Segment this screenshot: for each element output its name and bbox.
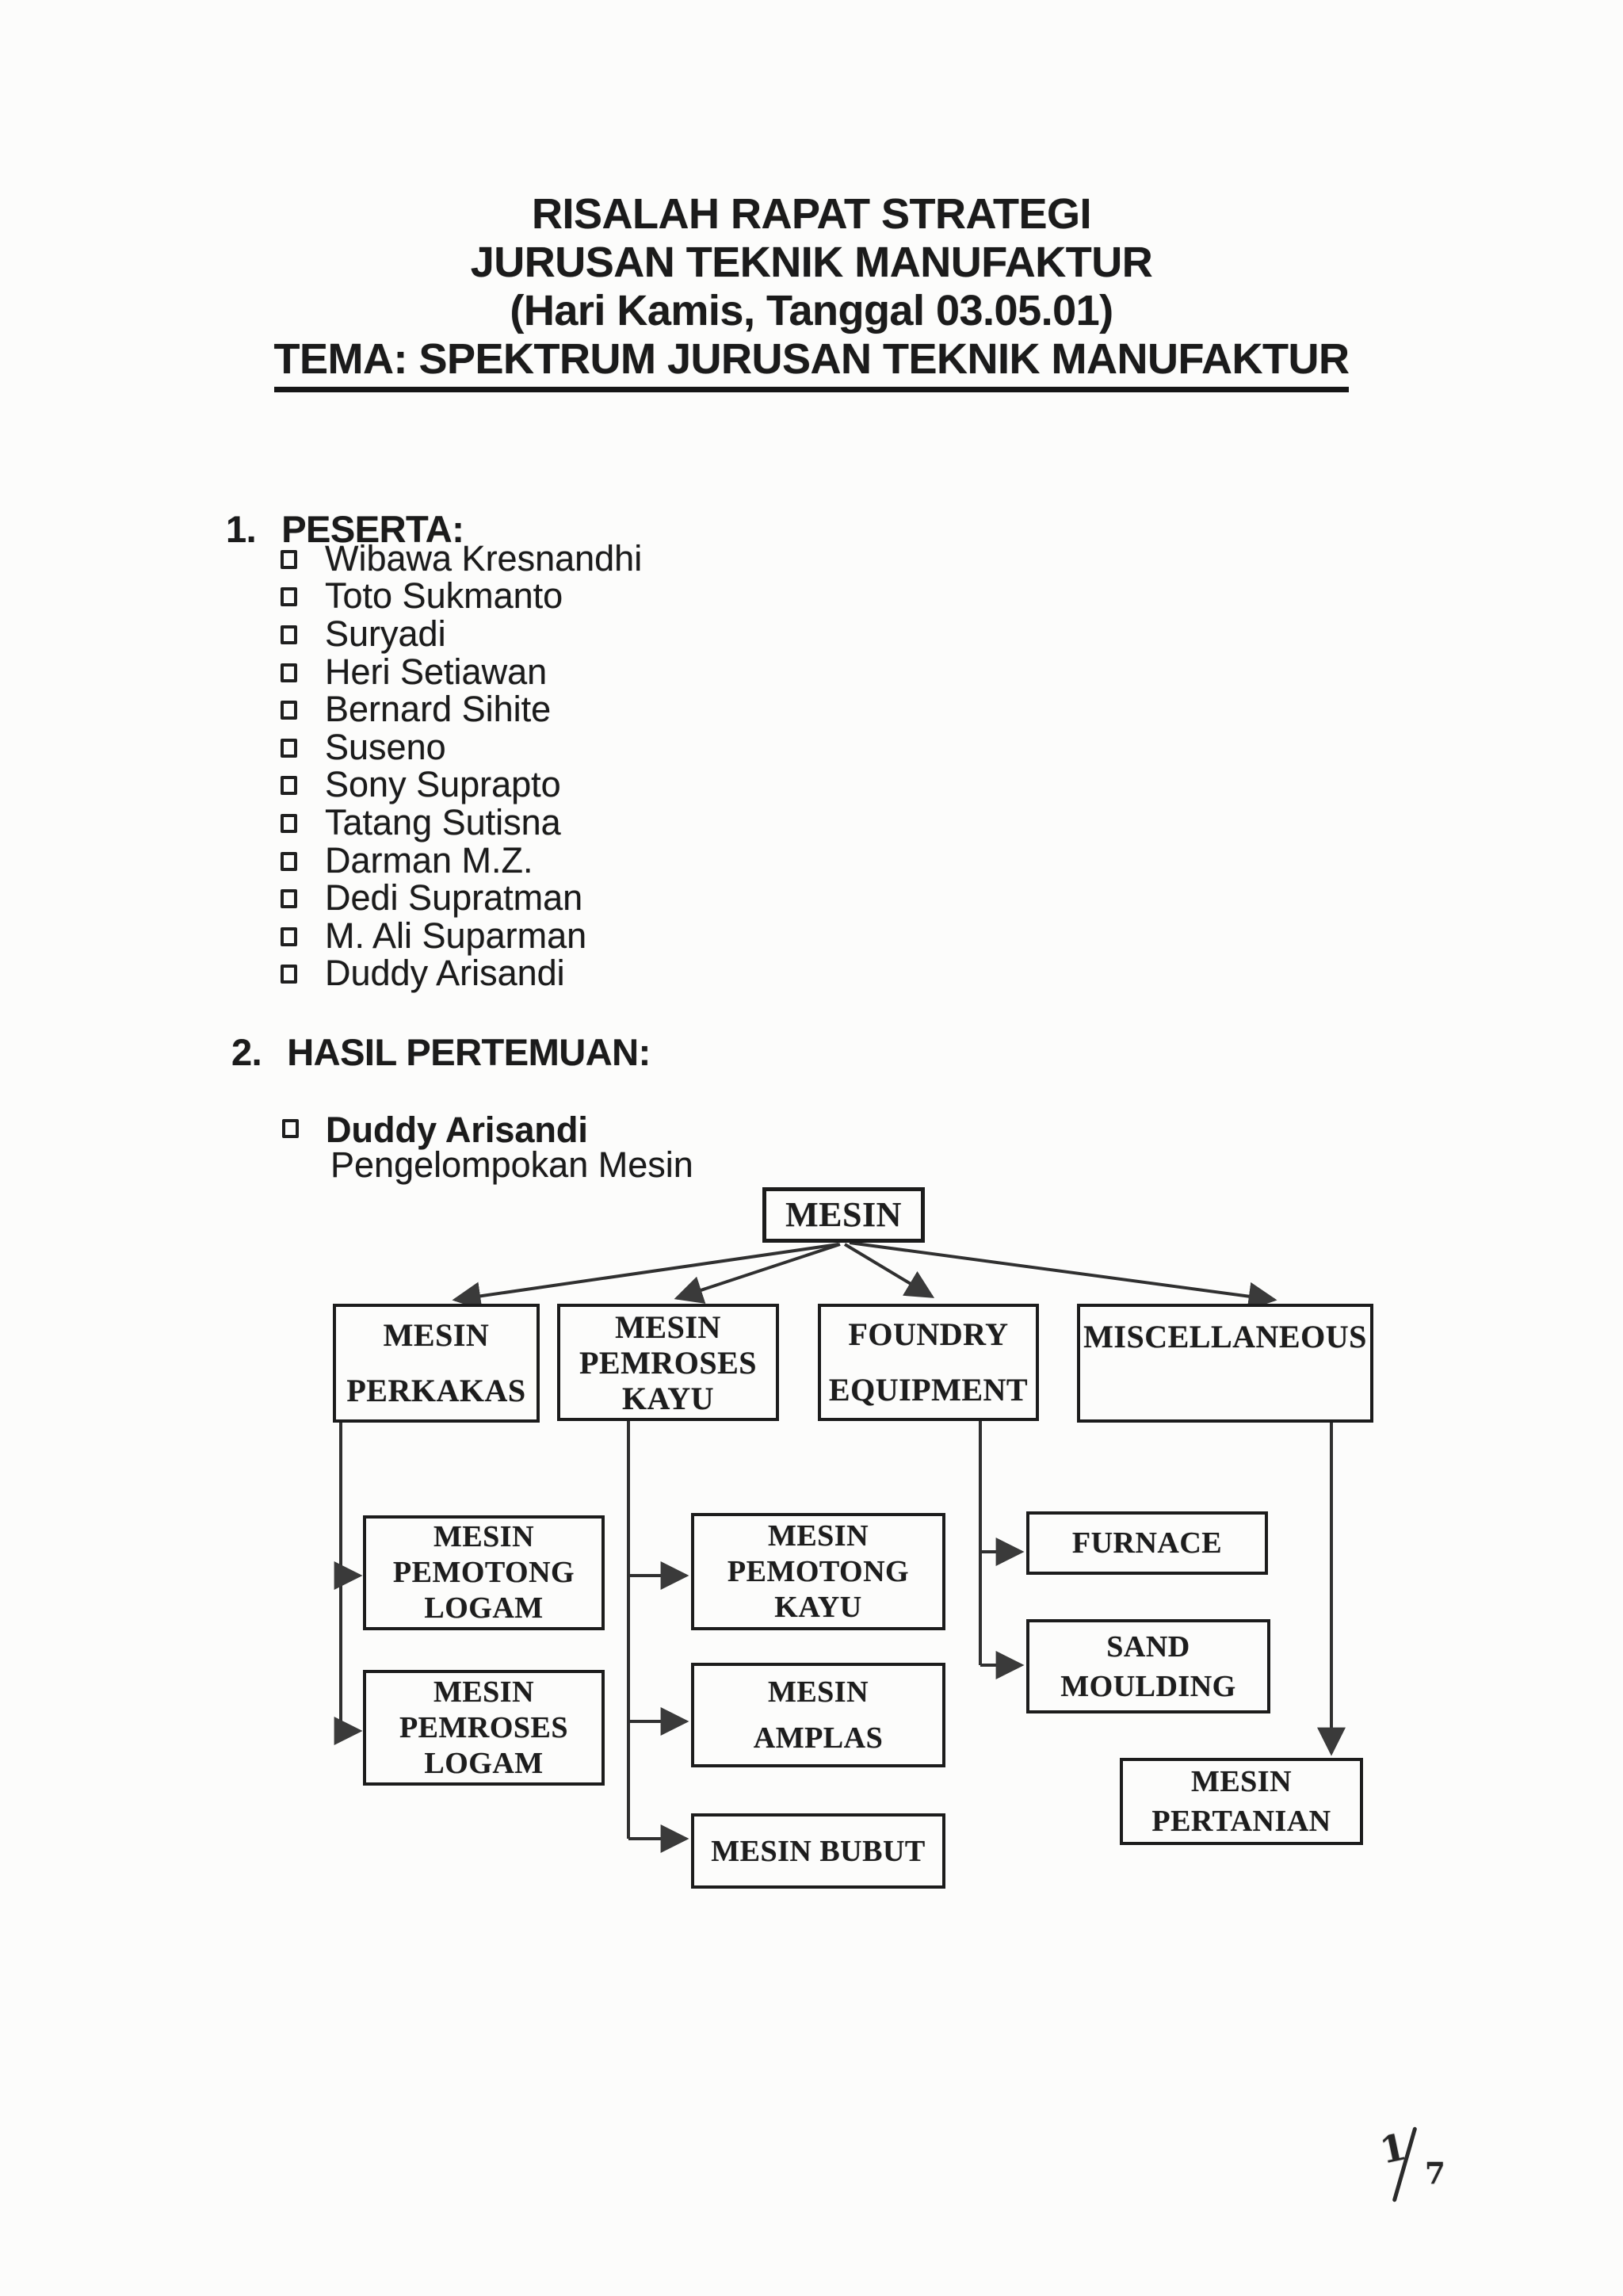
node-label-line: FOUNDRY — [848, 1316, 1009, 1352]
participant-name: Dedi Supratman — [325, 877, 583, 919]
node-label-line: MESIN — [433, 1675, 535, 1709]
square-bullet-icon — [281, 926, 297, 946]
node-label-line: MESIN — [1190, 1765, 1293, 1798]
participant-name: Heri Setiawan — [325, 651, 548, 692]
square-bullet-icon — [281, 549, 297, 569]
document-title: RISALAH RAPAT STRATEGI JURUSAN TEKNIK MA… — [0, 190, 1623, 392]
title-line-3: (Hari Kamis, Tanggal 03.05.01) — [510, 287, 1113, 334]
node-label-line: KAYU — [774, 1590, 862, 1624]
participant-item: Tatang Sutisna — [281, 801, 642, 842]
speaker-item: Duddy Arisandi — [282, 1110, 588, 1151]
participant-item: Bernard Sihite — [281, 689, 642, 730]
participant-name: Sony Suprapto — [325, 764, 561, 805]
section-2-number: 2. — [231, 1031, 262, 1073]
title-line-1: RISALAH RAPAT STRATEGI — [532, 190, 1091, 238]
node-label-line: MESIN — [433, 1520, 535, 1553]
square-bullet-icon — [282, 1119, 299, 1138]
node-label-line: PEMOTONG — [727, 1554, 910, 1588]
participant-name: Duddy Arisandi — [325, 953, 565, 994]
node-label-line: LOGAM — [424, 1591, 544, 1625]
node-mesin: MESIN — [762, 1187, 925, 1243]
square-bullet-icon — [281, 587, 297, 607]
participant-name: Tatang Sutisna — [325, 801, 561, 842]
title-line-2: JURUSAN TEKNIK MANUFAKTUR — [470, 239, 1153, 286]
participant-item: M. Ali Suparman — [281, 915, 642, 956]
node-mesin-bubut: MESIN BUBUT — [691, 1813, 945, 1889]
participant-name: Toto Sukmanto — [325, 575, 563, 617]
node-miscellaneous: MISCELLANEOUS — [1077, 1304, 1373, 1423]
node-furnace: FURNACE — [1026, 1511, 1268, 1575]
node-foundry-equipment: FOUNDRY EQUIPMENT — [818, 1304, 1039, 1421]
page-number-denominator: 7 — [1425, 2156, 1445, 2191]
node-mesin-pertanian: MESIN PERTANIAN — [1120, 1758, 1363, 1845]
node-label-line: MESIN — [767, 1675, 869, 1709]
node-label-line: PEMROSES — [399, 1710, 569, 1744]
participant-name: Suseno — [325, 726, 446, 767]
page-number-handwritten: 1 7 — [1377, 2125, 1466, 2221]
section-1-heading: 1. PESERTA: — [226, 507, 464, 551]
participant-item: Duddy Arisandi — [281, 953, 642, 994]
participant-item: Wibawa Kresnandhi — [281, 537, 643, 579]
node-label-line: MESIN BUBUT — [711, 1834, 926, 1868]
speaker-name: Duddy Arisandi — [326, 1110, 588, 1150]
node-label-line: MOULDING — [1060, 1669, 1236, 1703]
topic-label: Pengelompokan Mesin — [330, 1144, 693, 1185]
node-label-line: MESIN — [615, 1308, 721, 1345]
node-label-line: KAYU — [621, 1380, 715, 1416]
node-label-line: FURNACE — [1071, 1526, 1223, 1560]
participant-item: Heri Setiawan — [281, 651, 642, 692]
participant-item: Darman M.Z. — [281, 839, 642, 881]
participant-name: Bernard Sihite — [325, 689, 552, 730]
node-label-line: LOGAM — [424, 1746, 544, 1780]
node-mesin-perkakas: MESIN PERKAKAS — [333, 1304, 540, 1423]
square-bullet-icon — [281, 813, 297, 833]
section-1-label: PESERTA: — [281, 508, 464, 550]
node-mesin-amplas: MESIN AMPLAS — [691, 1663, 945, 1767]
participant-name: M. Ali Suparman — [325, 915, 587, 956]
square-bullet-icon — [281, 738, 297, 758]
section-2-heading: 2. HASIL PERTEMUAN: — [231, 1030, 651, 1074]
node-label-line: PEMOTONG — [392, 1556, 575, 1589]
square-bullet-icon — [281, 625, 297, 644]
participant-item: Toto Sukmanto — [281, 575, 642, 617]
participant-name: Darman M.Z. — [325, 839, 533, 881]
node-label-line: MESIN — [785, 1195, 902, 1234]
node-label-line: SAND — [1106, 1629, 1190, 1664]
participant-name: Suryadi — [325, 613, 446, 654]
square-bullet-icon — [281, 776, 297, 796]
square-bullet-icon — [281, 663, 297, 682]
participant-item: Suryadi — [281, 613, 642, 654]
node-label-line: PERTANIAN — [1151, 1805, 1331, 1838]
node-label-line: AMPLAS — [753, 1721, 884, 1755]
node-label-line: MESIN — [767, 1519, 869, 1553]
section-1-number: 1. — [226, 508, 257, 550]
square-bullet-icon — [281, 851, 297, 871]
node-label-line: PEMROSES — [579, 1344, 758, 1381]
title-line-4-theme: TEMA: SPEKTRUM JURUSAN TEKNIK MANUFAKTUR — [0, 335, 1623, 392]
node-label-line: EQUIPMENT — [828, 1372, 1029, 1408]
square-bullet-icon — [281, 889, 297, 909]
participant-item: Dedi Supratman — [281, 877, 642, 919]
square-bullet-icon — [281, 701, 297, 720]
section-2-label: HASIL PERTEMUAN: — [287, 1031, 651, 1073]
node-label-line: MISCELLANEOUS — [1083, 1319, 1367, 1354]
square-bullet-icon — [281, 965, 297, 984]
node-sand-moulding: SAND MOULDING — [1026, 1619, 1270, 1713]
node-label-line: PERKAKAS — [346, 1373, 526, 1408]
participant-item: Sony Suprapto — [281, 764, 642, 805]
participant-name: Wibawa Kresnandhi — [325, 537, 643, 579]
node-label-line: MESIN — [383, 1317, 490, 1353]
participant-item: Suseno — [281, 726, 642, 767]
